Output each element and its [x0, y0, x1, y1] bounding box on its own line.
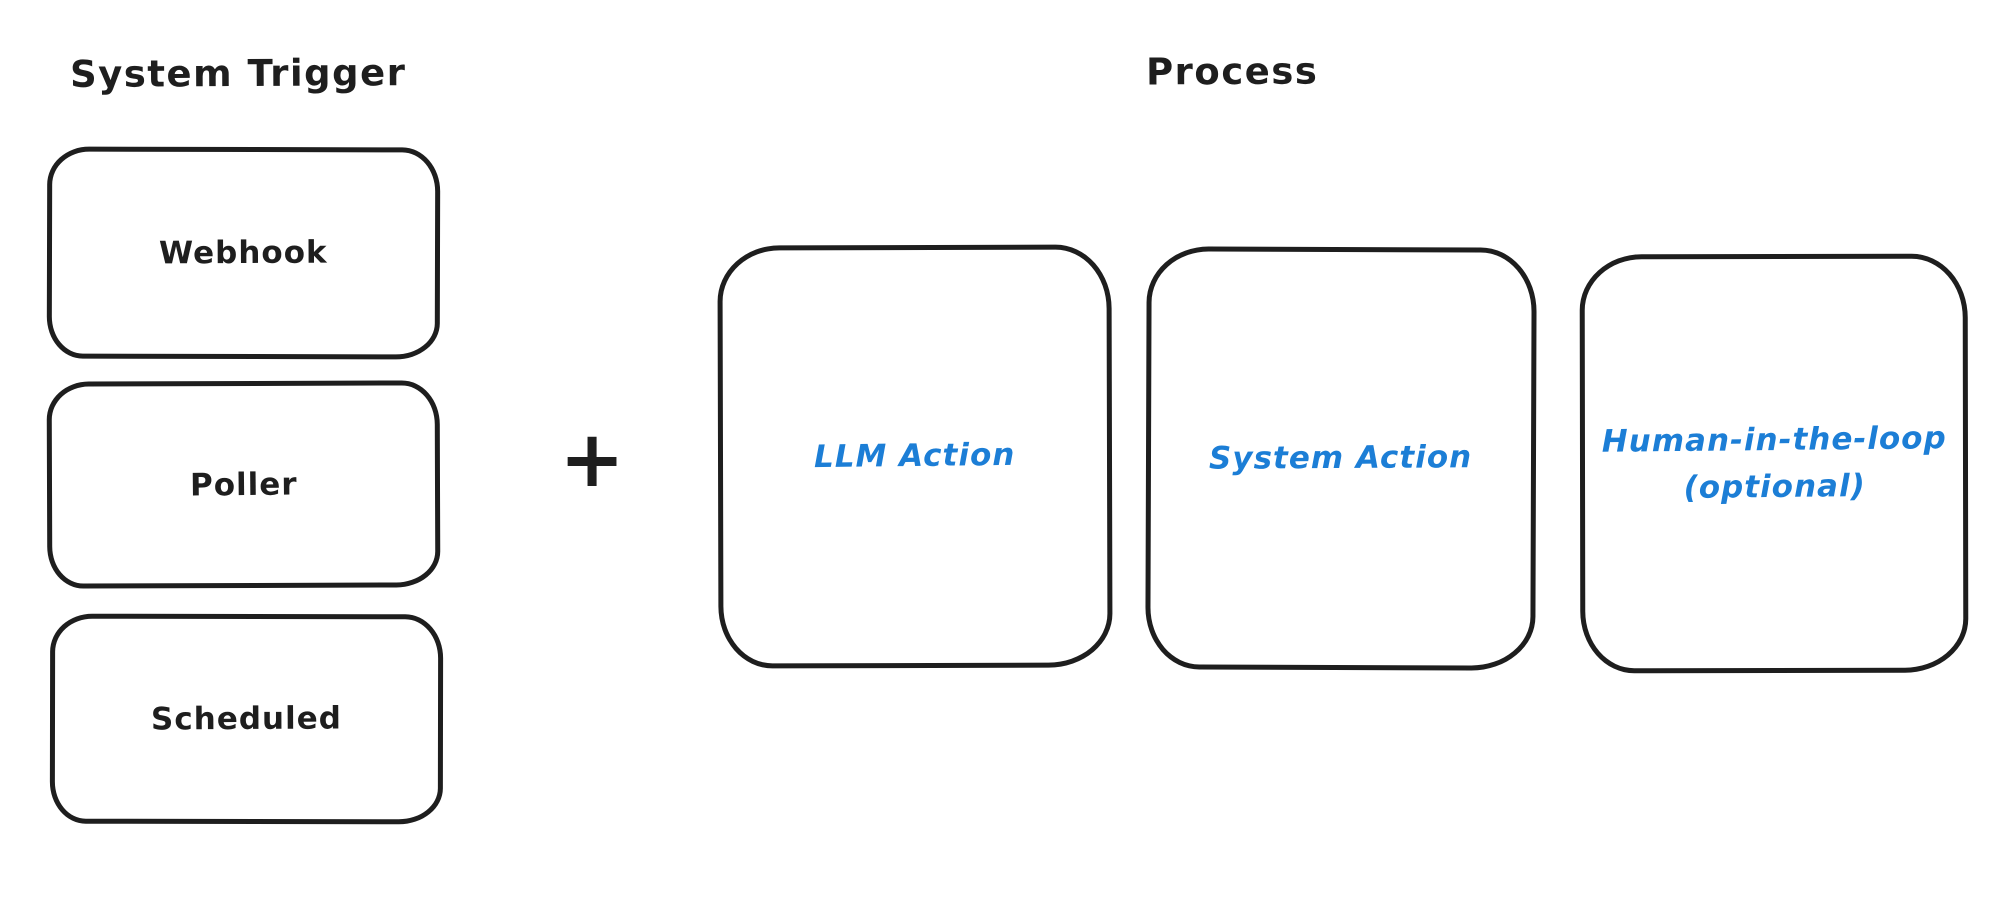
- trigger-box-scheduled-label: Scheduled: [150, 700, 343, 738]
- plus-icon: +: [559, 415, 625, 505]
- human-in-the-loop-label-line1: Human-in-the-loop: [1601, 419, 1947, 460]
- trigger-box-scheduled: Scheduled: [49, 613, 444, 825]
- process-box-system-action: System Action: [1145, 246, 1537, 671]
- trigger-box-poller-label: Poller: [189, 465, 298, 504]
- process-box-human-in-the-loop-label: Human-in-the-loop (optional): [1601, 415, 1947, 513]
- process-box-human-in-the-loop: Human-in-the-loop (optional): [1579, 253, 1969, 674]
- heading-process: Process: [1145, 49, 1319, 94]
- trigger-box-poller: Poller: [46, 380, 441, 589]
- process-box-system-action-label: System Action: [1209, 439, 1473, 477]
- trigger-box-webhook-label: Webhook: [159, 234, 328, 272]
- process-box-llm-action-label: LLM Action: [814, 436, 1016, 476]
- trigger-box-webhook: Webhook: [46, 146, 441, 360]
- heading-system-trigger: System Trigger: [69, 51, 407, 96]
- process-box-llm-action: LLM Action: [717, 244, 1113, 669]
- human-in-the-loop-label-line2: (optional): [1682, 467, 1866, 506]
